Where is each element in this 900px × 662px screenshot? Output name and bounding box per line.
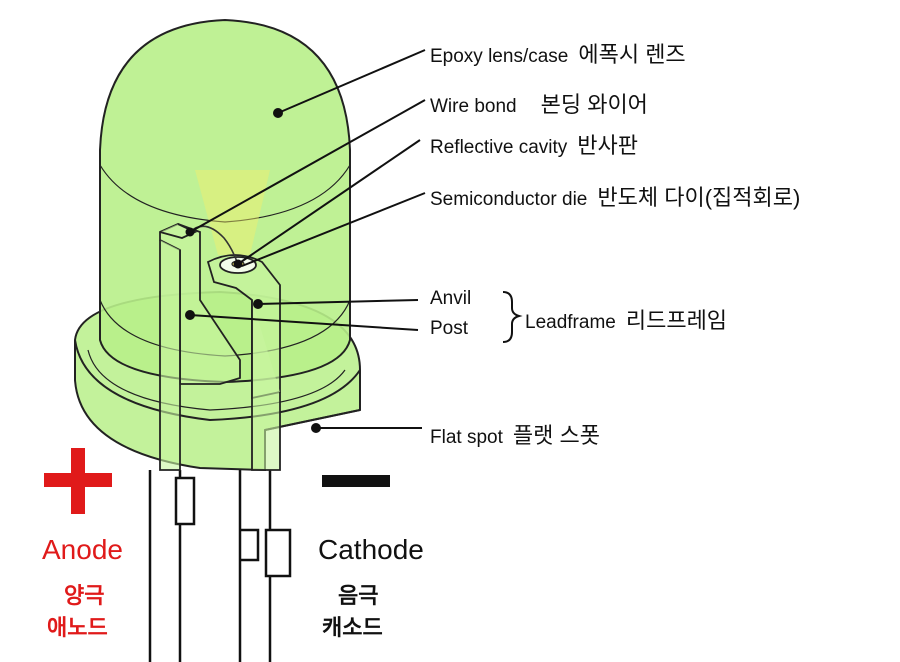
leadframe-brace: [502, 291, 523, 343]
leads: [148, 470, 292, 662]
cathode-ko-2: 캐소드: [322, 615, 383, 640]
die-glow: [195, 170, 270, 255]
leader-lines: [185, 49, 426, 433]
post: [159, 223, 241, 471]
cathode-lead-kink: [264, 528, 292, 578]
label-anvil: Anvil: [430, 288, 472, 309]
plus-icon: [44, 448, 112, 514]
minus-icon: [322, 475, 390, 487]
anvil: [206, 254, 281, 471]
anode-ko-2: 애노드: [47, 615, 108, 640]
cathode-ko-1: 음극: [338, 583, 379, 608]
cathode-label: Cathode: [318, 534, 424, 565]
anode-lead-kink: [174, 476, 196, 526]
anode-ko-1: 양극: [64, 583, 105, 608]
anode-label: Anode: [42, 534, 123, 565]
label-post: Post: [430, 318, 469, 339]
